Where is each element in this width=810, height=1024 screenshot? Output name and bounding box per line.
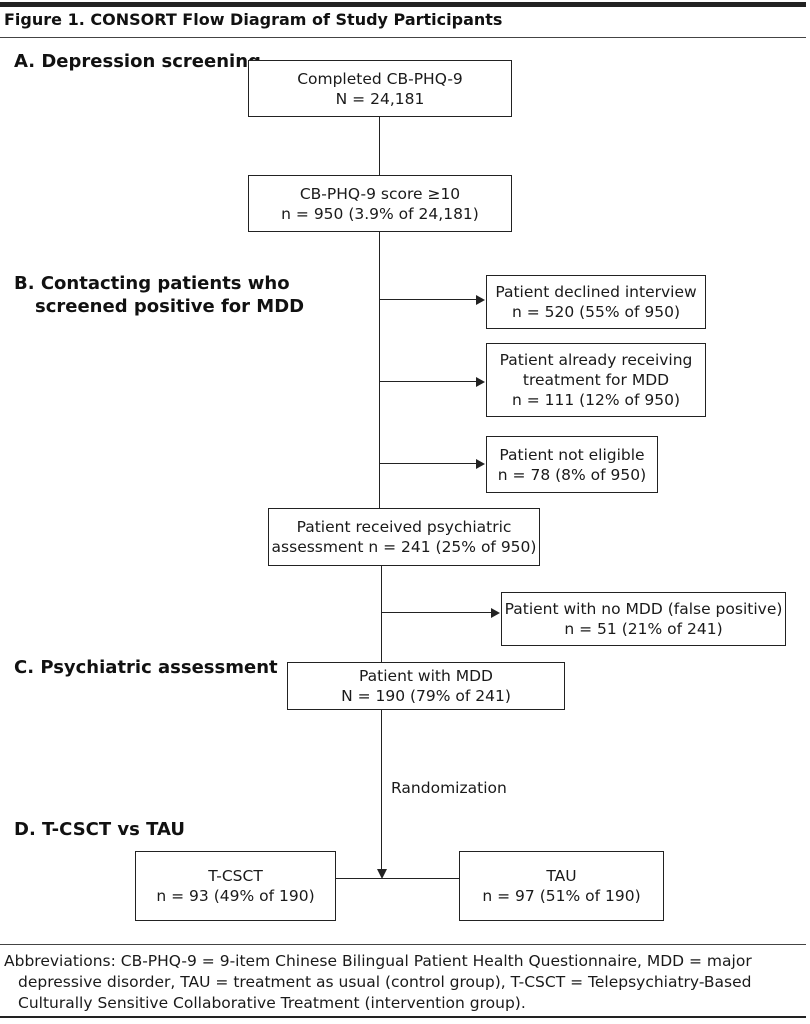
box-count: n = 78 (8% of 950): [497, 465, 647, 484]
connector-completed-to-score: [379, 116, 380, 176]
abbreviations-footnote: Abbreviations: CB-PHQ-9 = 9-item Chinese…: [4, 952, 752, 1012]
box-count: n = 520 (55% of 950): [511, 303, 681, 321]
branch-line-already: [379, 381, 477, 382]
box-count: assessment n = 241 (25% of 950): [271, 538, 537, 556]
connector-score-to-received: [379, 231, 380, 509]
section-a-heading: A. Depression screening: [14, 51, 261, 72]
box-count: N = 24,181: [335, 89, 425, 108]
box-count: N = 190 (79% of 241): [341, 687, 511, 705]
arrowhead-randomization: [377, 869, 387, 879]
box-psychiatric-assessment: Patient received psychiatric assessment …: [268, 508, 540, 566]
top-rule: [0, 2, 806, 7]
box-text: T-CSCT: [208, 867, 263, 885]
arrowhead-declined: [476, 295, 485, 305]
arrowhead-no-mdd: [491, 608, 500, 618]
box-declined-interview: Patient declined interview n = 520 (55% …: [486, 275, 706, 329]
box-text: TAU: [546, 867, 577, 885]
section-c-heading: C. Psychiatric assessment: [14, 657, 278, 678]
connector-mdd-to-randomization: [381, 709, 382, 871]
box-text: Completed CB-PHQ-9: [297, 69, 463, 88]
connector-tcsct-to-tau: [335, 878, 460, 879]
box-count: n = 93 (49% of 190): [156, 887, 315, 905]
box-text: Patient with MDD: [359, 667, 493, 685]
box-count: n = 111 (12% of 950): [511, 391, 681, 409]
abbreviations-divider: [0, 944, 806, 945]
title-divider: [0, 37, 806, 38]
branch-line-not-eligible: [379, 463, 477, 464]
box-text: Patient already receiving: [499, 351, 693, 369]
section-b-heading-line1: B. Contacting patients who: [14, 273, 290, 294]
box-already-receiving-treatment: Patient already receiving treatment for …: [486, 343, 706, 417]
bottom-rule: [0, 1016, 806, 1018]
box-text: treatment for MDD: [522, 371, 670, 389]
box-count: n = 51 (21% of 241): [564, 620, 723, 638]
randomization-label: Randomization: [391, 779, 507, 797]
box-tau-group: TAU n = 97 (51% of 190): [459, 851, 664, 921]
arrowhead-already: [476, 377, 485, 387]
box-completed-screening: Completed CB-PHQ-9 N = 24,181: [248, 60, 512, 117]
box-not-eligible: Patient not eligible n = 78 (8% of 950): [486, 436, 658, 493]
box-text: Patient received psychiatric: [296, 518, 512, 536]
box-tcsct-group: T-CSCT n = 93 (49% of 190): [135, 851, 336, 921]
box-text: Patient with no MDD (false positive): [504, 600, 783, 618]
box-text: Patient not eligible: [499, 445, 645, 464]
box-no-mdd: Patient with no MDD (false positive) n =…: [501, 592, 786, 646]
section-b-heading-line2: screened positive for MDD: [35, 296, 305, 317]
figure-title: Figure 1. CONSORT Flow Diagram of Study …: [4, 10, 503, 29]
section-d-heading: D. T-CSCT vs TAU: [14, 819, 185, 840]
box-text: Patient declined interview: [495, 283, 697, 301]
box-count: n = 97 (51% of 190): [482, 887, 641, 905]
box-with-mdd: Patient with MDD N = 190 (79% of 241): [287, 662, 565, 710]
box-score-positive: CB-PHQ-9 score ≥10 n = 950 (3.9% of 24,1…: [248, 175, 512, 232]
branch-line-no-mdd: [381, 612, 492, 613]
branch-line-declined: [379, 299, 477, 300]
arrowhead-not-eligible: [476, 459, 485, 469]
connector-received-to-mdd: [381, 565, 382, 662]
box-text: CB-PHQ-9 score ≥10: [299, 184, 461, 203]
box-count: n = 950 (3.9% of 24,181): [281, 204, 479, 223]
